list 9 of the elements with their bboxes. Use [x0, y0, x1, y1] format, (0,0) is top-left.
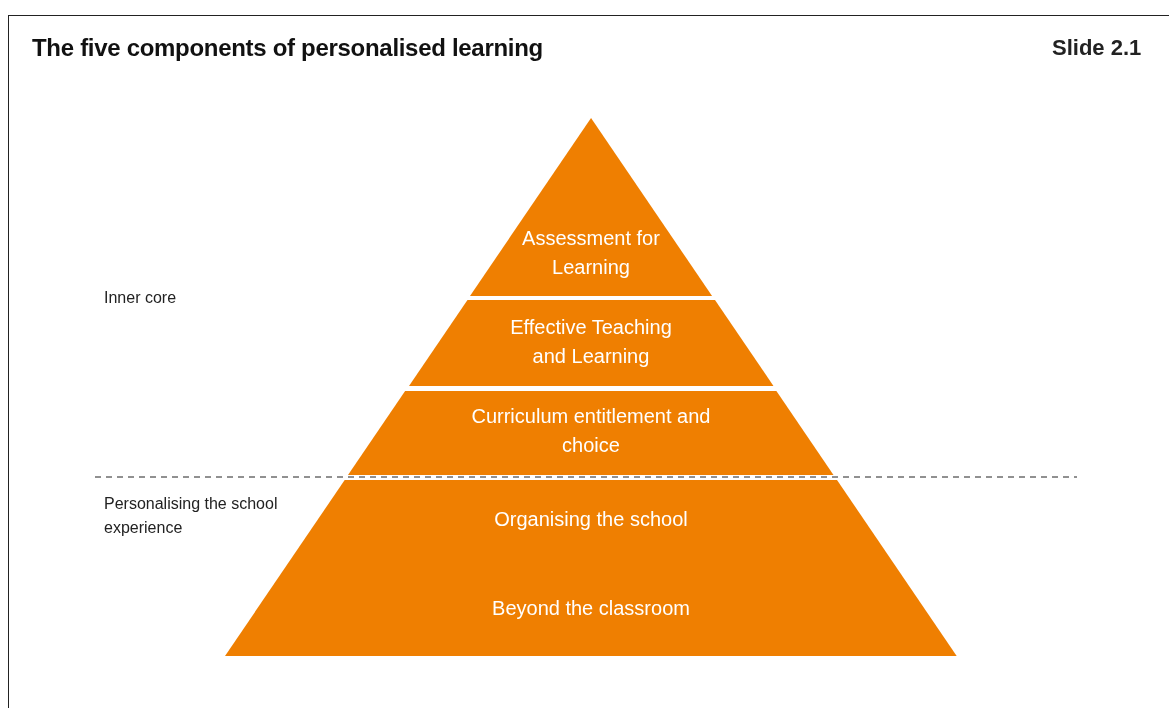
side-label: Inner core — [104, 288, 178, 308]
tier-label: Effective Teaching and Learning — [509, 315, 673, 369]
side-label: Personalising the school experience — [104, 494, 279, 538]
tier-label: Assessment for Learning — [521, 226, 661, 280]
slide-title: The five components of personalised learning — [32, 34, 543, 62]
slide-number: Slide 2.1 — [1052, 36, 1143, 60]
tier-label: Organising the school — [494, 506, 688, 532]
tier-label: Beyond the classroom — [492, 595, 690, 621]
tier-label: Curriculum entitlement and choice — [471, 404, 711, 458]
